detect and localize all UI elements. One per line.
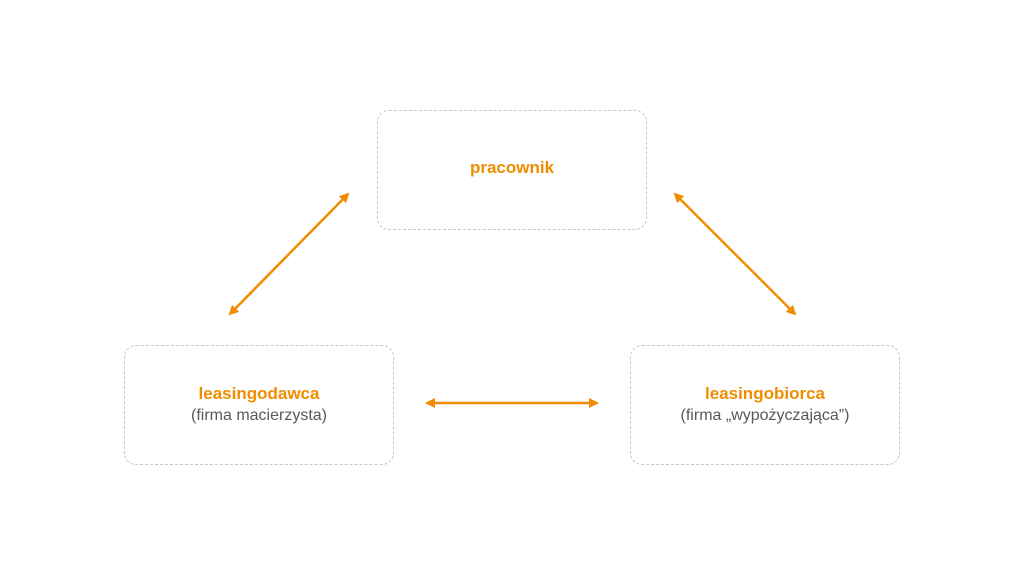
node-pracownik-title: pracownik bbox=[469, 158, 555, 177]
node-leasingobiorca: leasingobiorca (firma „wypożyczająca”) bbox=[630, 345, 900, 465]
node-leasingodawca: leasingodawca (firma macierzysta) bbox=[124, 345, 394, 465]
node-leasingodawca-title: leasingodawca bbox=[198, 384, 320, 403]
node-leasingobiorca-subtitle: (firma „wypożyczająca”) bbox=[680, 407, 850, 424]
node-leasingobiorca-title: leasingobiorca bbox=[705, 384, 825, 403]
node-leasingodawca-subtitle: (firma macierzysta) bbox=[190, 407, 327, 424]
arrow-left-top bbox=[228, 192, 350, 316]
node-pracownik: pracownik bbox=[377, 110, 647, 230]
arrow-top-right bbox=[673, 192, 797, 316]
